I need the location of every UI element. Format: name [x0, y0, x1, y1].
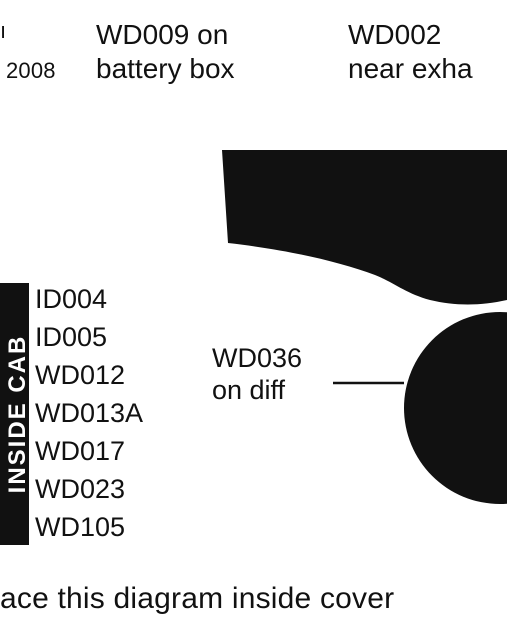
top-left-fragment: ı — [0, 18, 7, 43]
list-item: WD105 — [35, 512, 126, 542]
wd036-label-line2: on diff — [212, 374, 286, 405]
inside-cab-strip-text: INSIDE CAB — [4, 334, 29, 494]
list-item: ID005 — [35, 322, 108, 352]
list-item: WD017 — [35, 436, 126, 466]
id-list: ID004 ID005 WD012 WD013A WD017 WD023 WD1… — [35, 280, 143, 546]
year-label: 2008 — [6, 58, 56, 83]
wd009-label-line2: battery box — [96, 52, 235, 84]
inside-cab-strip: INSIDE CAB — [0, 283, 29, 545]
wd002-label: WD002 near exha — [348, 18, 473, 85]
wd009-label-line1: WD009 on — [96, 19, 229, 50]
wd036-label: WD036 on diff — [212, 343, 302, 407]
wd036-label-line1: WD036 — [212, 343, 303, 373]
wd002-label-line1: WD002 — [348, 19, 442, 50]
chassis-silhouette — [222, 150, 507, 305]
differential-shape — [404, 312, 507, 504]
wd002-label-line2: near exha — [348, 52, 473, 84]
wd009-label: WD009 on battery box — [96, 18, 235, 85]
list-item: WD012 — [35, 360, 126, 390]
diagram-caption: ace this diagram inside cover — [0, 582, 395, 615]
list-item: ID004 — [35, 284, 108, 314]
list-item: WD023 — [35, 474, 126, 504]
list-item: WD013A — [35, 398, 144, 428]
